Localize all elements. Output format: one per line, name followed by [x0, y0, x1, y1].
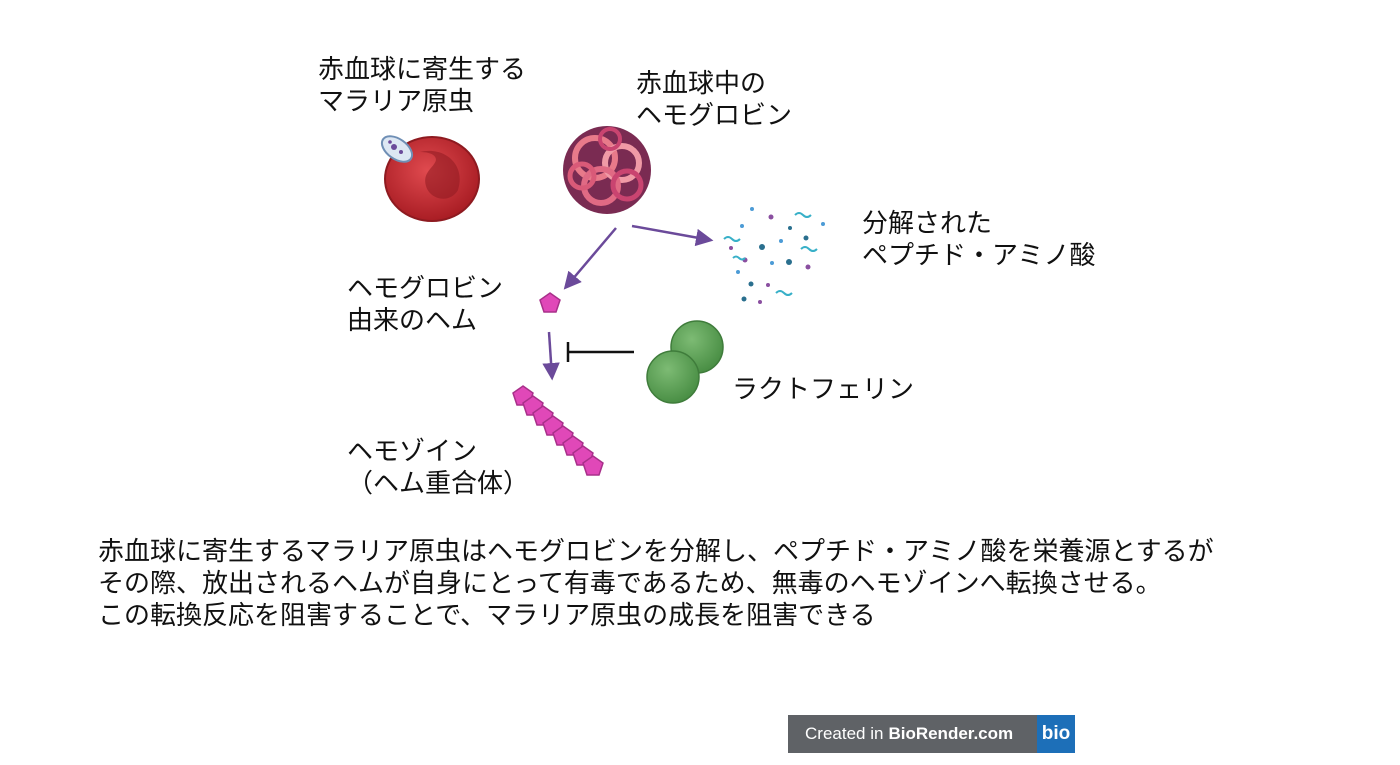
label-line: ペプチド・アミノ酸 — [862, 241, 1096, 271]
lactoferrin-icon — [646, 320, 724, 404]
label-lactoferrin: ラクトフェリン — [732, 375, 915, 405]
label-line: 由来のヘム — [347, 306, 478, 336]
label-line: 赤血球に寄生する — [318, 55, 527, 85]
peptide-fragments-icon — [723, 207, 825, 304]
label-line: ヘモグロビン — [347, 274, 504, 304]
biorender-logo-icon: bio — [1037, 715, 1075, 753]
hemozoin-chain-icon — [512, 385, 604, 476]
badge-brand: BioRender.com — [888, 724, 1014, 743]
biorender-badge[interactable]: Created in BioRender.com bio — [788, 715, 1075, 753]
label-hemozoin: ヘモゾイン （ヘム重合体） — [347, 436, 529, 500]
label-peptides: 分解された ペプチド・アミノ酸 — [862, 208, 1095, 272]
heme-pentagon-icon — [539, 292, 561, 313]
label-line: 分解された — [862, 209, 993, 239]
arrow-to-peptides — [631, 224, 714, 247]
badge-prefix: Created in — [805, 724, 884, 743]
label-line: （ヘム重合体） — [347, 469, 530, 499]
label-hemoglobin: 赤血球中の ヘモグロビン — [636, 68, 792, 132]
description-line: 赤血球に寄生するマラリア原虫はヘモグロビンを分解し、ペプチド・アミノ酸を栄養源と… — [98, 537, 1214, 567]
arrow-to-heme — [563, 227, 617, 290]
inhibition-symbol — [566, 342, 634, 362]
badge-text: Created in BioRender.com — [788, 715, 1037, 753]
description-text: 赤血球に寄生するマラリア原虫はヘモグロビンを分解し、ペプチド・アミノ酸を栄養源と… — [98, 536, 1214, 632]
label-line: ヘモグロビン — [636, 101, 793, 131]
arrow-to-hemozoin — [542, 331, 560, 381]
description-line: その際、放出されるヘムが自身にとって有毒であるため、無毒のヘモゾインへ転換させる… — [98, 569, 1162, 599]
label-malaria-parasite: 赤血球に寄生する マラリア原虫 — [318, 54, 526, 118]
label-heme: ヘモグロビン 由来のヘム — [347, 273, 503, 337]
label-line: マラリア原虫 — [318, 87, 475, 117]
label-line: 赤血球中の — [636, 69, 767, 99]
description-line: この転換反応を阻害することで、マラリア原虫の成長を阻害できる — [98, 601, 876, 631]
label-line: ヘモゾイン — [347, 437, 478, 467]
hemoglobin-protein-icon — [563, 126, 651, 214]
malaria-parasite-icon — [380, 135, 414, 163]
